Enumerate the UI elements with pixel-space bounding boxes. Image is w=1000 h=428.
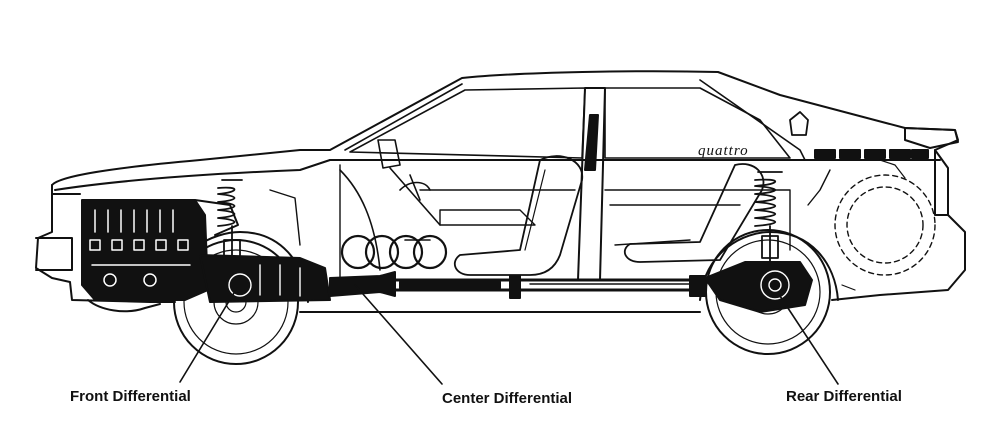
center-diff-leader — [354, 284, 443, 385]
b-pillar — [577, 87, 606, 281]
engine-block — [81, 199, 239, 313]
front-seat — [453, 155, 583, 276]
callout-leaders — [179, 284, 839, 385]
rear-diff-leader — [779, 295, 839, 385]
quattro-badge: quattro — [698, 143, 749, 159]
drive-shaft — [329, 271, 706, 299]
tail-lights — [814, 149, 929, 159]
gearbox — [199, 254, 331, 303]
front-differential-label: Front Differential — [70, 388, 191, 405]
rear-seat — [623, 163, 765, 263]
steering-column — [339, 139, 441, 271]
car-body-outline — [35, 70, 966, 313]
front-diff-leader — [179, 287, 238, 383]
rear-strut — [754, 111, 809, 263]
center-differential-label: Center Differential — [442, 390, 573, 407]
spare-wheel — [834, 174, 936, 276]
rear-diff — [704, 261, 813, 313]
audi-rings-logo — [340, 234, 448, 270]
rear-differential-label: Rear Differential — [786, 388, 902, 405]
